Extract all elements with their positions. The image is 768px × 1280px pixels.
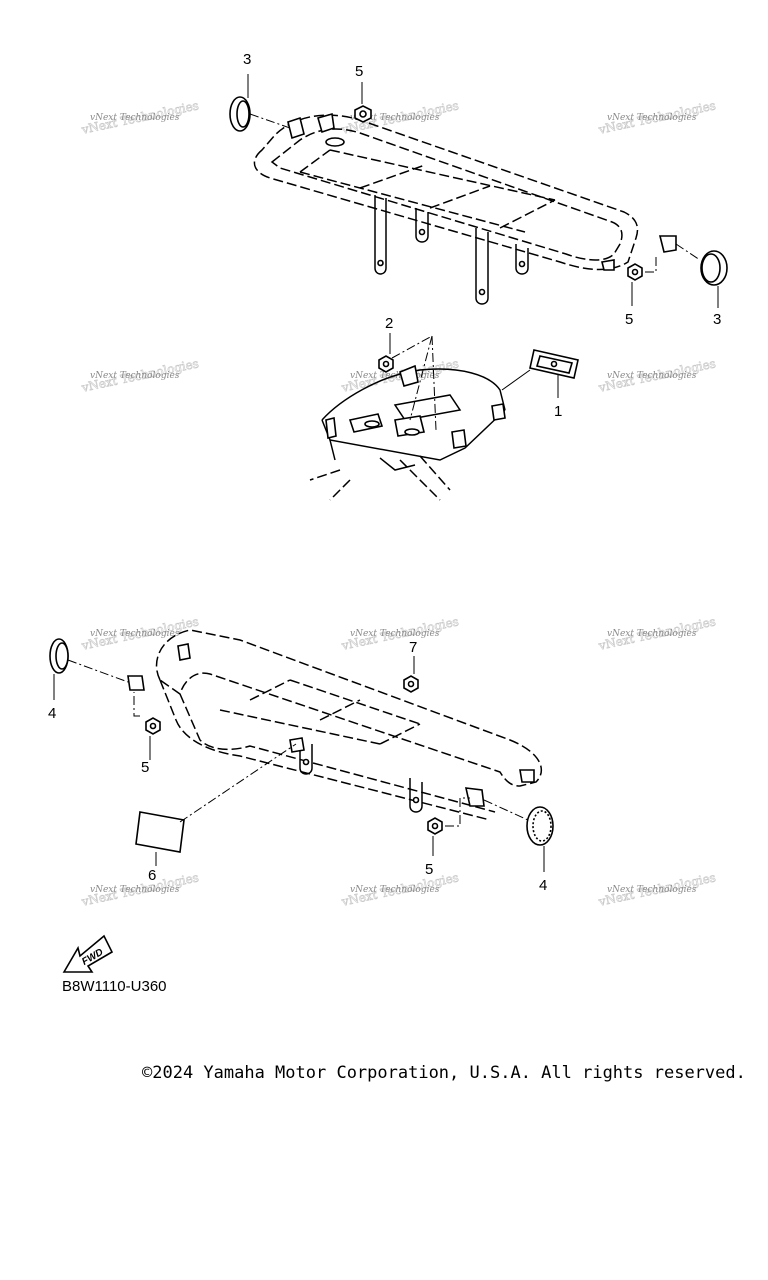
copyright-notice: ©2024 Yamaha Motor Corporation, U.S.A. A… bbox=[142, 1063, 746, 1083]
leader-line bbox=[249, 113, 291, 129]
watermark-text: vNext Technologies bbox=[607, 629, 697, 639]
watermark-text: vNext Technologies bbox=[350, 885, 440, 895]
forward-arrow-icon: FWD bbox=[62, 934, 114, 973]
nut-mid bbox=[378, 355, 394, 373]
watermark-text: vNext Technologies bbox=[90, 371, 180, 381]
vehicle-front-frame bbox=[309, 364, 506, 501]
reflector-round-bottom-right bbox=[526, 806, 554, 846]
callout-3: 3 bbox=[243, 51, 251, 68]
leader-line bbox=[179, 743, 297, 823]
leader-line bbox=[391, 335, 433, 359]
watermark-text: vNext Technologies bbox=[90, 629, 180, 639]
callout-3: 3 bbox=[713, 311, 721, 328]
diagram-code: B8W1110-U360 bbox=[62, 978, 167, 995]
watermarks: vNext Technologies vNext Technologies vN… bbox=[79, 98, 717, 909]
reflector-rect-mid bbox=[529, 349, 579, 379]
callout-7: 7 bbox=[409, 639, 417, 656]
rear-rack-frame bbox=[127, 629, 543, 821]
callout-4: 4 bbox=[48, 705, 56, 722]
leader-line bbox=[133, 692, 140, 717]
watermark: vNext Technologies vNext Technologies bbox=[79, 870, 200, 909]
leader-line bbox=[67, 659, 129, 683]
watermark-text: vNext Technologies bbox=[350, 629, 440, 639]
callout-5: 5 bbox=[425, 861, 433, 878]
watermark: vNext Technologies vNext Technologies bbox=[339, 870, 460, 909]
watermark-text: vNext Technologies bbox=[607, 885, 697, 895]
callout-1: 1 bbox=[554, 403, 562, 420]
callout-5: 5 bbox=[355, 63, 363, 80]
callout-5: 5 bbox=[141, 759, 149, 776]
reflector-round-bottom-left bbox=[49, 638, 69, 674]
callout-2: 2 bbox=[385, 315, 393, 332]
forward-arrow-label: FWD bbox=[80, 947, 105, 968]
watermark-text: vNext Technologies bbox=[90, 113, 180, 123]
watermark-text: vNext Technologies bbox=[350, 113, 440, 123]
reflector-rect-bottom bbox=[135, 811, 185, 853]
reflector-round-top-right bbox=[700, 250, 728, 286]
leader-line bbox=[675, 243, 701, 261]
leader-line bbox=[483, 799, 529, 821]
nut-bottom-left bbox=[145, 717, 161, 735]
leader-line bbox=[501, 369, 531, 391]
reflector-round-top-left bbox=[229, 96, 251, 132]
nut-bottom-7 bbox=[403, 675, 419, 693]
watermark-text: vNext Technologies bbox=[90, 885, 180, 895]
nut-top bbox=[354, 105, 372, 123]
callout-4: 4 bbox=[539, 877, 547, 894]
leader-line bbox=[645, 256, 657, 273]
leader-line bbox=[431, 335, 437, 431]
watermark: vNext Technologies vNext Technologies bbox=[339, 614, 460, 653]
watermark-text: vNext Technologies bbox=[607, 113, 697, 123]
watermark: vNext Technologies vNext Technologies bbox=[79, 98, 200, 137]
watermark: vNext Technologies vNext Technologies bbox=[596, 870, 717, 909]
leader-line bbox=[409, 335, 433, 421]
front-rack-frame bbox=[253, 112, 677, 305]
watermark: vNext Technologies vNext Technologies bbox=[596, 98, 717, 137]
watermark: vNext Technologies vNext Technologies bbox=[79, 356, 200, 395]
watermark: vNext Technologies vNext Technologies bbox=[596, 614, 717, 653]
watermark: vNext Technologies vNext Technologies bbox=[339, 356, 460, 395]
watermark: vNext Technologies vNext Technologies bbox=[596, 356, 717, 395]
callout-6: 6 bbox=[148, 867, 156, 884]
nut-top-right bbox=[627, 263, 643, 281]
leader-line bbox=[445, 797, 470, 827]
callout-5: 5 bbox=[625, 311, 633, 328]
watermark-text: vNext Technologies bbox=[607, 371, 697, 381]
nut-bottom-mid bbox=[427, 817, 443, 835]
